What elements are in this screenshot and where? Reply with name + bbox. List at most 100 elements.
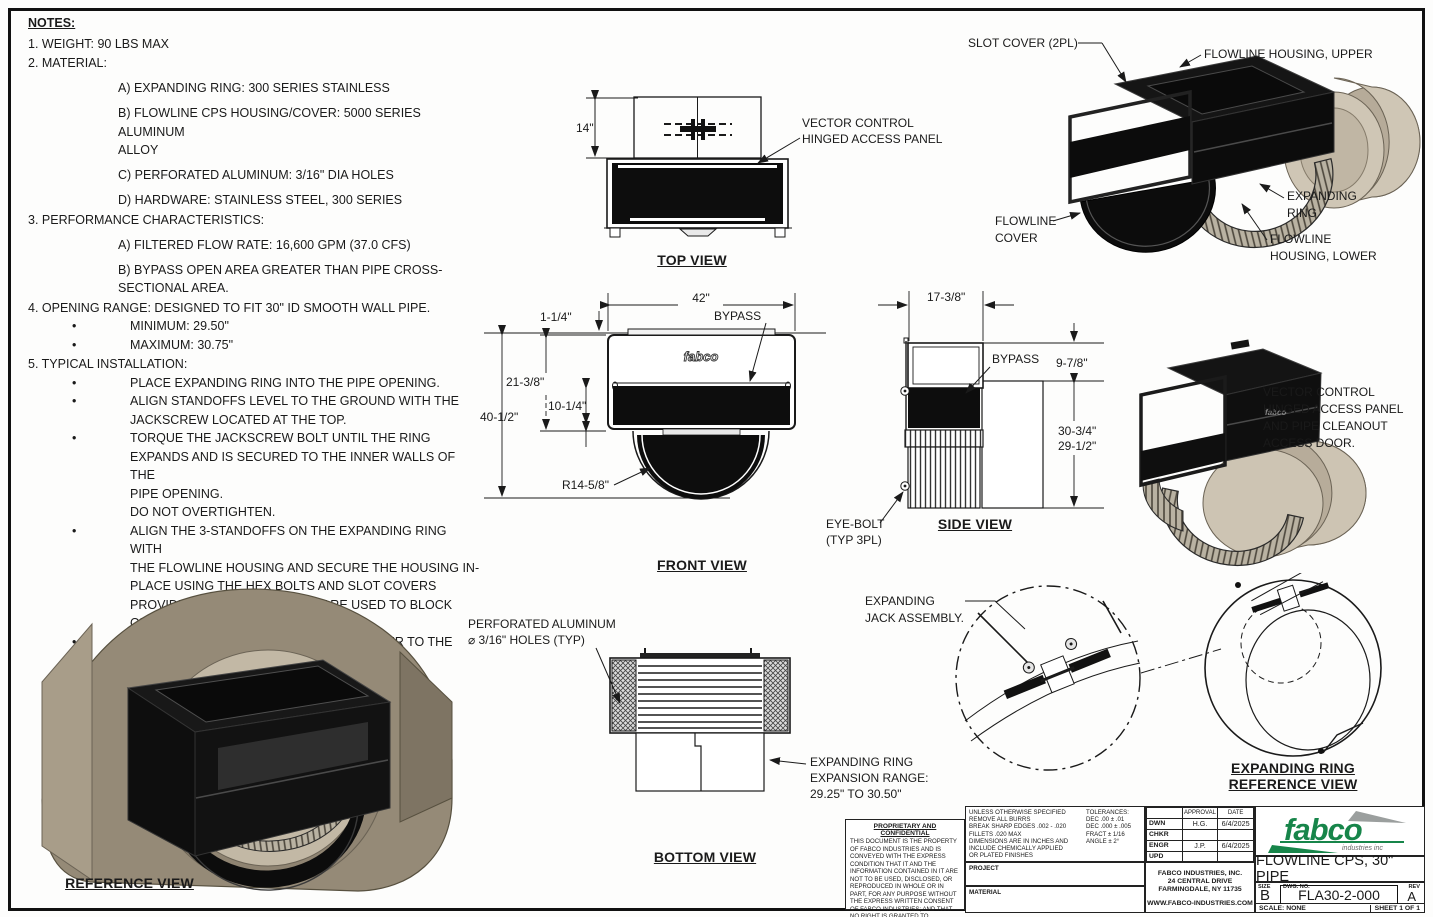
front-view-drawing: 42" 1-1/4" 21-3/8" 10-1/4" 40-1/2" R14-5… bbox=[480, 291, 828, 525]
dim-40-12: 40-1/2" bbox=[480, 410, 518, 424]
svg-text:fabco: fabco bbox=[1265, 408, 1286, 417]
date-header: DATE bbox=[1217, 807, 1254, 819]
top-view-body bbox=[604, 158, 792, 238]
exploded-iso-drawing: SLOT COVER (2PL) FLOWLINE HOUSING, UPPER… bbox=[968, 36, 1421, 263]
approval-table: APPROVAL DATE DWN H.G. 6/4/2025 CHKR ENG… bbox=[1145, 806, 1255, 863]
bottom-view-title: BOTTOM VIEW bbox=[653, 849, 757, 865]
jack-assembly-label-1: EXPANDING bbox=[865, 594, 935, 608]
ring-title-line2: REFERENCE VIEW bbox=[1228, 776, 1358, 792]
ring-full-body bbox=[1204, 573, 1382, 757]
note-line: A) FILTERED FLOW RATE: 16,600 GPM (37.0 … bbox=[118, 237, 411, 252]
logo-gray-swoosh bbox=[1348, 811, 1406, 823]
project-label: PROJECT bbox=[969, 865, 999, 872]
bottom-view-drawing: PERFORATED ALUMINUM ⌀ 3/16" HOLES (TYP) … bbox=[468, 617, 928, 801]
dim-radius: R14-5/8" bbox=[562, 478, 609, 492]
vector-label-4: ACCESS DOOR. bbox=[1263, 436, 1355, 450]
title-block: PROPRIETARY AND CONFIDENTIAL THIS DOCUME… bbox=[845, 806, 1425, 917]
proprietary-body: THIS DOCUMENT IS THE PROPERTY OF FABCO I… bbox=[850, 838, 958, 917]
approval-row-chkr: CHKR bbox=[1146, 829, 1254, 841]
range-label-2: EXPANSION RANGE: bbox=[810, 771, 928, 785]
front-view-body bbox=[607, 328, 796, 499]
approval-row-upd: UPD bbox=[1146, 851, 1254, 863]
top-view-drawing: 14" VECTOR CONTROL HINGED ACCESS PANEL bbox=[576, 90, 943, 238]
top-view-title: TOP VIEW bbox=[657, 252, 727, 268]
expanding-ring-label-1: EXPANDING bbox=[1287, 189, 1357, 203]
range-label-3: 29.25" TO 30.50" bbox=[810, 787, 901, 801]
note-line: B) FLOWLINE CPS HOUSING/COVER: 5000 SERI… bbox=[118, 106, 421, 157]
logo-subtitle: industries inc bbox=[1342, 845, 1383, 852]
note-line: •PLACE EXPANDING RING INTO THE PIPE OPEN… bbox=[72, 375, 440, 390]
note-line: 3. PERFORMANCE CHARACTERISTICS: bbox=[28, 212, 265, 227]
front-bypass-label: BYPASS bbox=[714, 309, 761, 323]
dim-10-14: 10-1/4" bbox=[548, 399, 586, 413]
side-bypass-label: BYPASS bbox=[992, 352, 1039, 366]
dim-21-38: 21-3/8" bbox=[506, 375, 544, 389]
note-line: C) PERFORATED ALUMINUM: 3/16" DIA HOLES bbox=[118, 168, 394, 182]
proprietary-cell: PROPRIETARY AND CONFIDENTIAL THIS DOCUME… bbox=[845, 819, 965, 917]
notes-title: NOTES: bbox=[28, 16, 76, 30]
drawing-title: FLOWLINE CPS, 30" PIPE bbox=[1255, 853, 1425, 885]
flowline-cover-label-1: FLOWLINE bbox=[995, 214, 1056, 228]
size-label: SIZE bbox=[1258, 884, 1271, 890]
vector-label-1: VECTOR CONTROL bbox=[1263, 385, 1375, 399]
note-line: 2. MATERIAL: bbox=[28, 56, 107, 70]
fabco-logo: fabco industries inc bbox=[1268, 811, 1406, 853]
housing-lower-label-1: FLOWLINE bbox=[1270, 232, 1331, 246]
spec-notes: UNLESS OTHERWISE SPECIFIED REMOVE ALL BU… bbox=[969, 809, 1069, 860]
company-website: WWW.FABCO-INDUSTRIES.COM bbox=[1147, 900, 1253, 907]
tolerances: TOLERANCES: DEC .00 ± .01 DEC .000 ± .00… bbox=[1086, 809, 1132, 845]
dim-42: 42" bbox=[692, 291, 710, 305]
flowline-cover-label-2: COVER bbox=[995, 231, 1038, 245]
dim-29-12: 29-1/2" bbox=[1058, 439, 1096, 453]
ring-title-line1: EXPANDING RING bbox=[1231, 760, 1355, 776]
vector-iso-drawing: fabco VECTOR CONTROL HINGED ACCESS PANEL… bbox=[1139, 339, 1404, 573]
company-address: FABCO INDUSTRIES, INC. 24 CENTRAL DRIVE … bbox=[1157, 870, 1243, 893]
material-label: MATERIAL bbox=[969, 889, 1002, 896]
eyebolt-label-1: EYE-BOLT bbox=[826, 517, 885, 531]
logo-cell: fabco industries inc bbox=[1255, 806, 1425, 856]
perforated-label-1: PERFORATED ALUMINUM bbox=[468, 617, 616, 631]
note-line: D) HARDWARE: STAINLESS STEEL, 300 SERIES bbox=[118, 193, 403, 207]
ring-detail-body bbox=[955, 585, 1141, 771]
material-cell: MATERIAL bbox=[965, 886, 1145, 913]
note-line: •MAXIMUM: 30.75" bbox=[72, 337, 234, 352]
exploded-iso-body bbox=[1068, 55, 1421, 263]
vector-label-2: HINGED ACCESS PANEL bbox=[1263, 402, 1404, 416]
ring-reference-drawing: EXPANDING JACK ASSEMBLY. bbox=[865, 573, 1382, 771]
side-view-drawing: 17-3/8" 9-7/8" 30-3/4" 29-1/2" BYPASS EY… bbox=[826, 290, 1118, 547]
bottom-view-body bbox=[609, 648, 791, 792]
reference-view-drawing bbox=[28, 560, 463, 895]
project-cell: PROJECT bbox=[965, 862, 1145, 886]
sheet-text: SHEET 1 OF 1 bbox=[1369, 905, 1420, 912]
hinge-bar bbox=[680, 126, 716, 132]
sheet-border bbox=[8, 8, 1425, 911]
size-value: B bbox=[1260, 887, 1271, 904]
note-line: 1. WEIGHT: 90 LBS MAX bbox=[28, 36, 170, 51]
dim-1-14: 1-1/4" bbox=[540, 310, 572, 324]
scale-sheet-row: SCALE: NONE SHEET 1 OF 1 bbox=[1255, 904, 1425, 913]
size-dwg-rev-row: SIZE B DWG. NO. FLA30-2-000 REV A bbox=[1255, 882, 1425, 905]
note-line: 5. TYPICAL INSTALLATION: bbox=[28, 357, 188, 371]
unit-logo: fabco bbox=[684, 349, 719, 364]
dim-9-78: 9-7/8" bbox=[1056, 356, 1088, 370]
ring-reference-title: EXPANDING RING REFERENCE VIEW bbox=[1218, 760, 1368, 792]
note-line: B) BYPASS OPEN AREA GREATER THAN PIPE CR… bbox=[118, 262, 443, 296]
spec-cell: UNLESS OTHERWISE SPECIFIED REMOVE ALL BU… bbox=[965, 806, 1145, 862]
approval-row-dwn: DWN H.G. 6/4/2025 bbox=[1146, 818, 1254, 830]
eyebolt-label-2: (TYP 3PL) bbox=[826, 533, 882, 547]
slot-cover-label: SLOT COVER (2PL) bbox=[968, 36, 1078, 50]
dim-30-34: 30-3/4" bbox=[1058, 424, 1096, 438]
vector-iso-body: fabco bbox=[1139, 339, 1367, 573]
rev-value: A bbox=[1407, 889, 1416, 904]
reference-view-body bbox=[42, 589, 452, 891]
perforated-label-2: ⌀ 3/16" HOLES (TYP) bbox=[468, 633, 585, 647]
company-address-cell: FABCO INDUSTRIES, INC. 24 CENTRAL DRIVE … bbox=[1145, 862, 1255, 913]
dwg-number: FLA30-2-000 bbox=[1280, 885, 1398, 905]
top-callout-1: VECTOR CONTROL bbox=[802, 116, 914, 130]
top-callout-2: HINGED ACCESS PANEL bbox=[802, 132, 943, 146]
scale-text: SCALE: NONE bbox=[1259, 905, 1306, 912]
expanding-ring-label-2: RING bbox=[1287, 206, 1317, 220]
note-line: •ALIGN STANDOFFS LEVEL TO THE GROUND WIT… bbox=[72, 394, 459, 427]
note-line: A) EXPANDING RING: 300 SERIES STAINLESS bbox=[118, 81, 390, 95]
